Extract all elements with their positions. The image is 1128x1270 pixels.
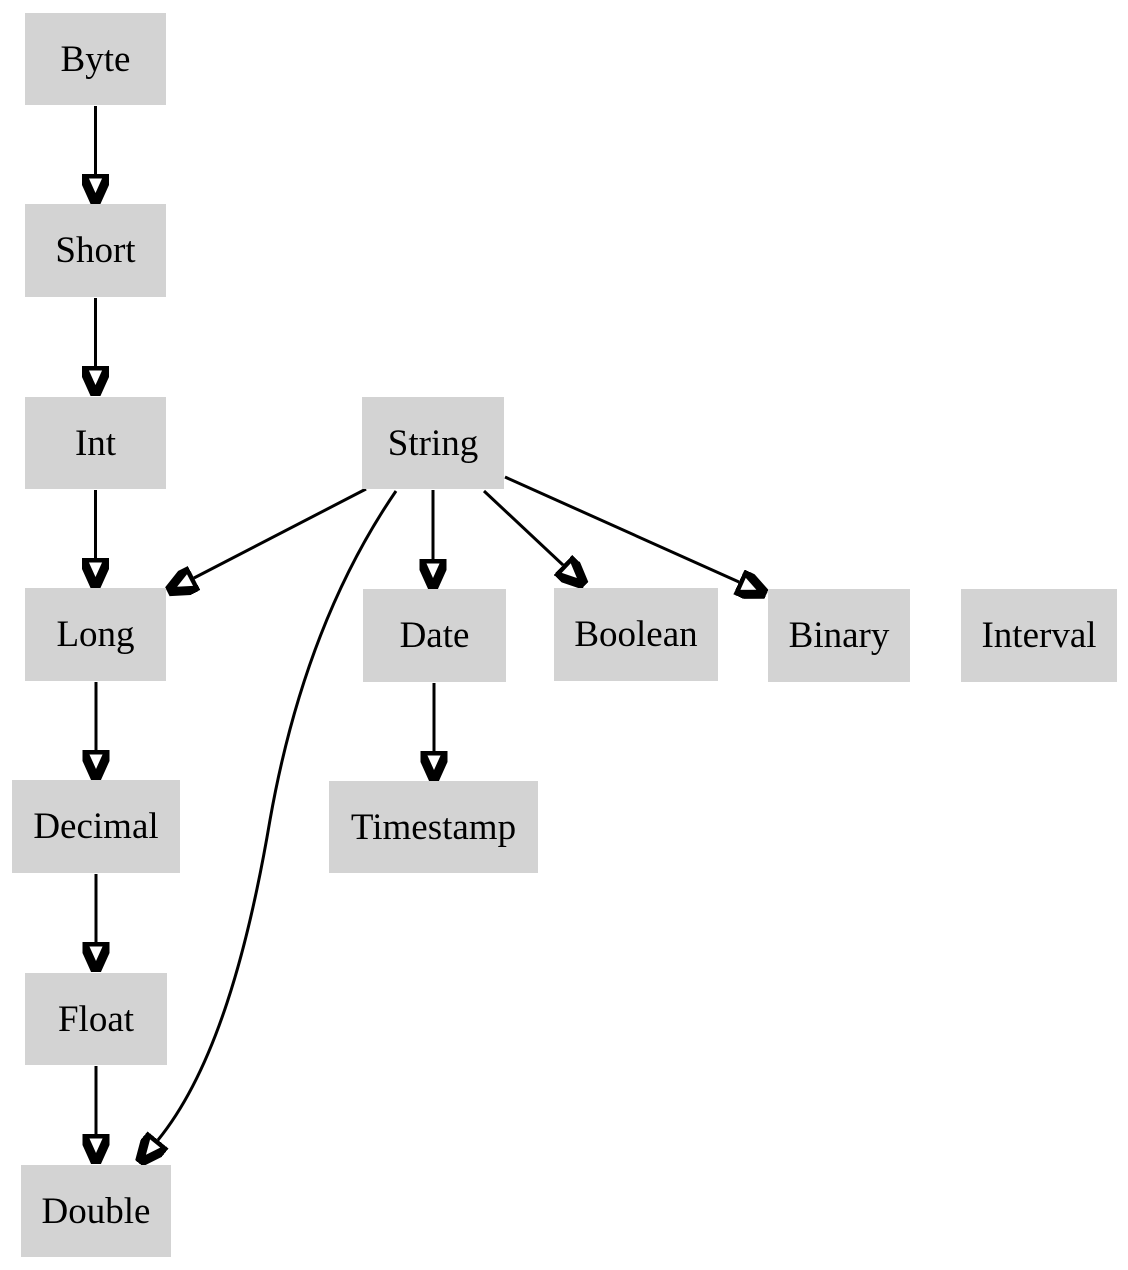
node-timestamp-label: Timestamp bbox=[350, 806, 517, 848]
node-string-label: String bbox=[387, 422, 479, 464]
node-float: Float bbox=[25, 973, 167, 1065]
edge-string-binary bbox=[504, 475, 739, 582]
node-interval: Interval bbox=[961, 589, 1117, 682]
node-binary-label: Binary bbox=[788, 615, 890, 656]
node-byte: Byte bbox=[25, 13, 166, 105]
node-long-label: Long bbox=[56, 614, 135, 655]
node-timestamp: Timestamp bbox=[329, 781, 538, 873]
node-date: Date bbox=[363, 589, 506, 682]
node-boolean-label: Boolean bbox=[574, 614, 698, 655]
node-interval-label: Interval bbox=[981, 615, 1097, 656]
node-long: Long bbox=[25, 588, 166, 681]
node-double-label: Double bbox=[41, 1190, 151, 1232]
node-double: Double bbox=[21, 1165, 171, 1257]
node-int-label: Int bbox=[74, 422, 117, 464]
edge-string-long bbox=[194, 487, 367, 578]
edge-string-double bbox=[158, 490, 398, 1140]
node-float-label: Float bbox=[57, 998, 135, 1040]
edge-string-boolean bbox=[482, 489, 563, 565]
node-byte-label: Byte bbox=[60, 38, 131, 80]
node-int: Int bbox=[25, 397, 166, 489]
node-boolean: Boolean bbox=[554, 588, 718, 681]
node-short-label: Short bbox=[55, 230, 136, 271]
node-short: Short bbox=[25, 204, 166, 297]
node-string: String bbox=[362, 397, 504, 489]
node-date-label: Date bbox=[399, 615, 470, 656]
node-decimal-label: Decimal bbox=[33, 806, 159, 847]
node-binary: Binary bbox=[768, 589, 910, 682]
node-decimal: Decimal bbox=[12, 780, 180, 873]
